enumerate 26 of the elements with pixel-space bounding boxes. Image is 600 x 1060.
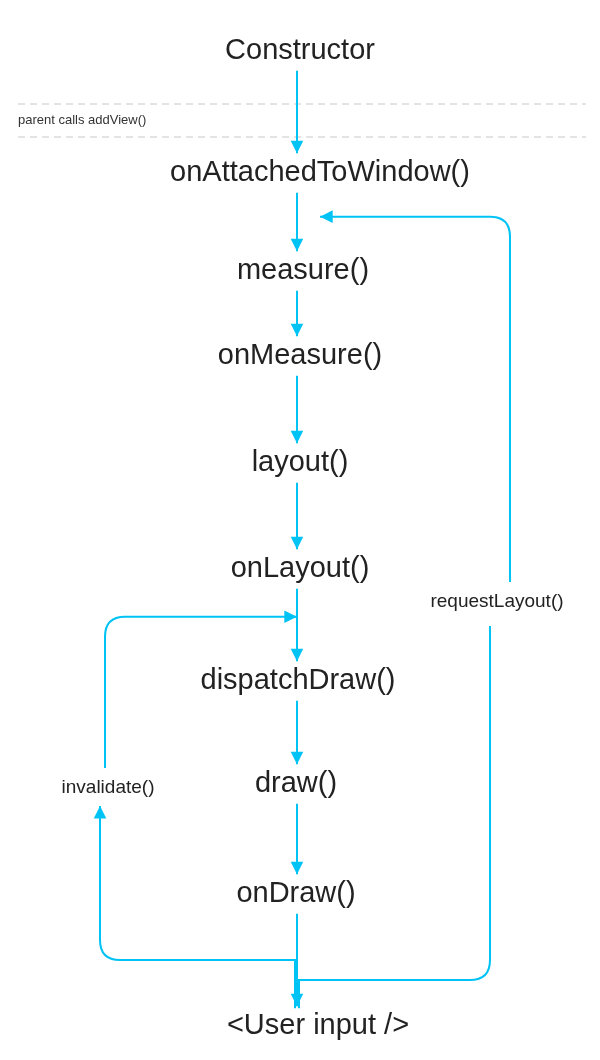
arrow	[319, 210, 511, 584]
arrow	[93, 804, 296, 1010]
trigger-label: invalidate()	[61, 776, 155, 798]
arrow	[290, 374, 304, 445]
lifecycle-step: dispatchDraw()	[200, 663, 396, 697]
arrow	[290, 69, 304, 155]
arrow	[290, 191, 304, 253]
lifecycle-step: onAttachedToWindow()	[170, 155, 470, 189]
connector-line	[298, 624, 491, 1010]
lifecycle-step: <User input />	[226, 1008, 410, 1042]
lifecycle-step: measure()	[236, 253, 370, 287]
section-label: parent calls addView()	[18, 112, 147, 127]
arrow	[290, 587, 304, 663]
lifecycle-step: onDraw()	[236, 876, 356, 910]
lifecycle-step: layout()	[251, 445, 349, 479]
arrow	[290, 481, 304, 551]
arrow	[104, 610, 298, 770]
lifecycle-step: Constructor	[225, 33, 375, 67]
lifecycle-step: draw()	[254, 766, 338, 800]
lifecycle-step: onMeasure()	[217, 338, 383, 372]
arrow	[290, 699, 304, 766]
arrow	[290, 802, 304, 876]
arrow	[290, 912, 304, 1008]
trigger-label: requestLayout()	[430, 590, 564, 612]
arrow	[290, 289, 304, 338]
lifecycle-step: onLayout()	[230, 551, 370, 585]
